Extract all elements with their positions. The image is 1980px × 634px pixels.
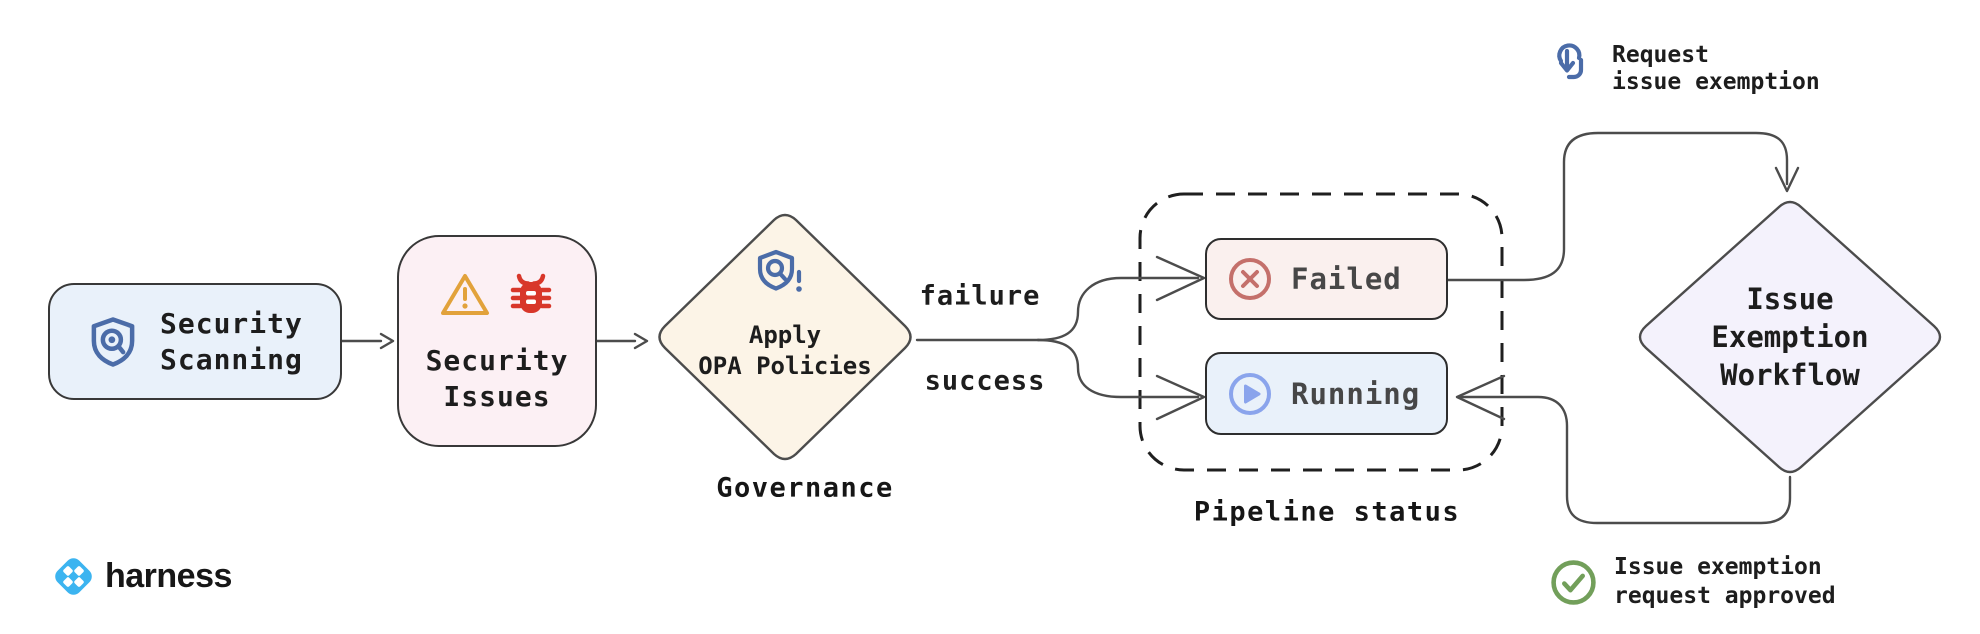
harness-logo: harness	[50, 553, 232, 600]
edge-label-failure: failure	[919, 280, 1041, 312]
request-exemption-line2: issue exemption	[1612, 69, 1820, 95]
request-exemption-text: Request issue exemption	[1612, 42, 1820, 96]
harness-wordmark: harness	[105, 557, 232, 595]
harness-logo-icon	[55, 558, 92, 595]
approved-text: Issue exemption request approved	[1614, 553, 1836, 611]
warning-triangle-icon	[441, 274, 489, 315]
governance-diamond-shape	[658, 213, 912, 461]
approved-line1: Issue exemption	[1614, 554, 1822, 580]
annotation-request-exemption: Request issue exemption	[1550, 42, 1820, 96]
exemption-line2: Exemption	[1711, 320, 1869, 354]
exemption-line1: Issue	[1746, 282, 1834, 316]
shield-scan-icon	[91, 316, 135, 367]
tap-hand-icon	[1557, 43, 1584, 80]
exemption-diamond-label: Issue Exemption Workflow	[1711, 280, 1868, 394]
arrowhead-into-exemption	[1774, 166, 1800, 193]
edge-label-success: success	[924, 365, 1046, 397]
exemption-line3: Workflow	[1720, 358, 1860, 392]
bug-icon	[510, 273, 552, 313]
check-circle-icon	[1551, 559, 1596, 605]
governance-line2: OPA Policies	[698, 352, 872, 380]
arrowhead-into-running-left	[1155, 374, 1206, 421]
approved-line2: request approved	[1614, 583, 1836, 609]
security-scanning-line2: Scanning	[160, 342, 303, 376]
arrow-failure-branch	[1036, 276, 1200, 342]
node-security-scanning: Security Scanning	[48, 283, 342, 400]
security-scanning-line1: Security	[160, 306, 303, 340]
security-issues-label: Security Issues	[426, 343, 569, 415]
security-scanning-label: Security Scanning	[160, 306, 303, 378]
arrowhead-scanning-to-issues	[379, 332, 395, 350]
node-running: Running	[1205, 352, 1448, 435]
node-failed: Failed	[1205, 238, 1448, 320]
security-issues-line1: Security	[425, 344, 569, 377]
security-issues-icons	[439, 269, 555, 321]
governance-caption: Governance	[716, 472, 894, 504]
shield-alert-icon	[757, 249, 802, 292]
arrowhead-into-failed	[1155, 255, 1206, 302]
running-label: Running	[1291, 376, 1421, 411]
arrowhead-into-running-right	[1455, 374, 1506, 421]
pipeline-status-caption: Pipeline status	[1193, 496, 1461, 528]
governance-line1: Apply	[748, 321, 822, 349]
arrow-success-branch	[1036, 338, 1200, 399]
exemption-diamond-shape	[1638, 200, 1942, 474]
pipeline-status-dashed-container	[1138, 192, 1504, 472]
play-circle-icon	[1229, 372, 1271, 415]
x-circle-icon	[1229, 258, 1271, 300]
arrow-failed-to-exemption	[1446, 131, 1789, 282]
annotation-approved: Issue exemption request approved	[1549, 553, 1836, 611]
request-exemption-line1: Request	[1612, 42, 1709, 68]
security-issues-line2: Issues	[443, 380, 551, 413]
node-security-issues: Security Issues	[397, 235, 597, 447]
governance-diamond-label: Apply OPA Policies	[698, 320, 871, 382]
failed-label: Failed	[1291, 262, 1402, 296]
arrowhead-issues-to-governance	[633, 332, 649, 350]
arrow-exemption-to-running	[1458, 395, 1792, 525]
